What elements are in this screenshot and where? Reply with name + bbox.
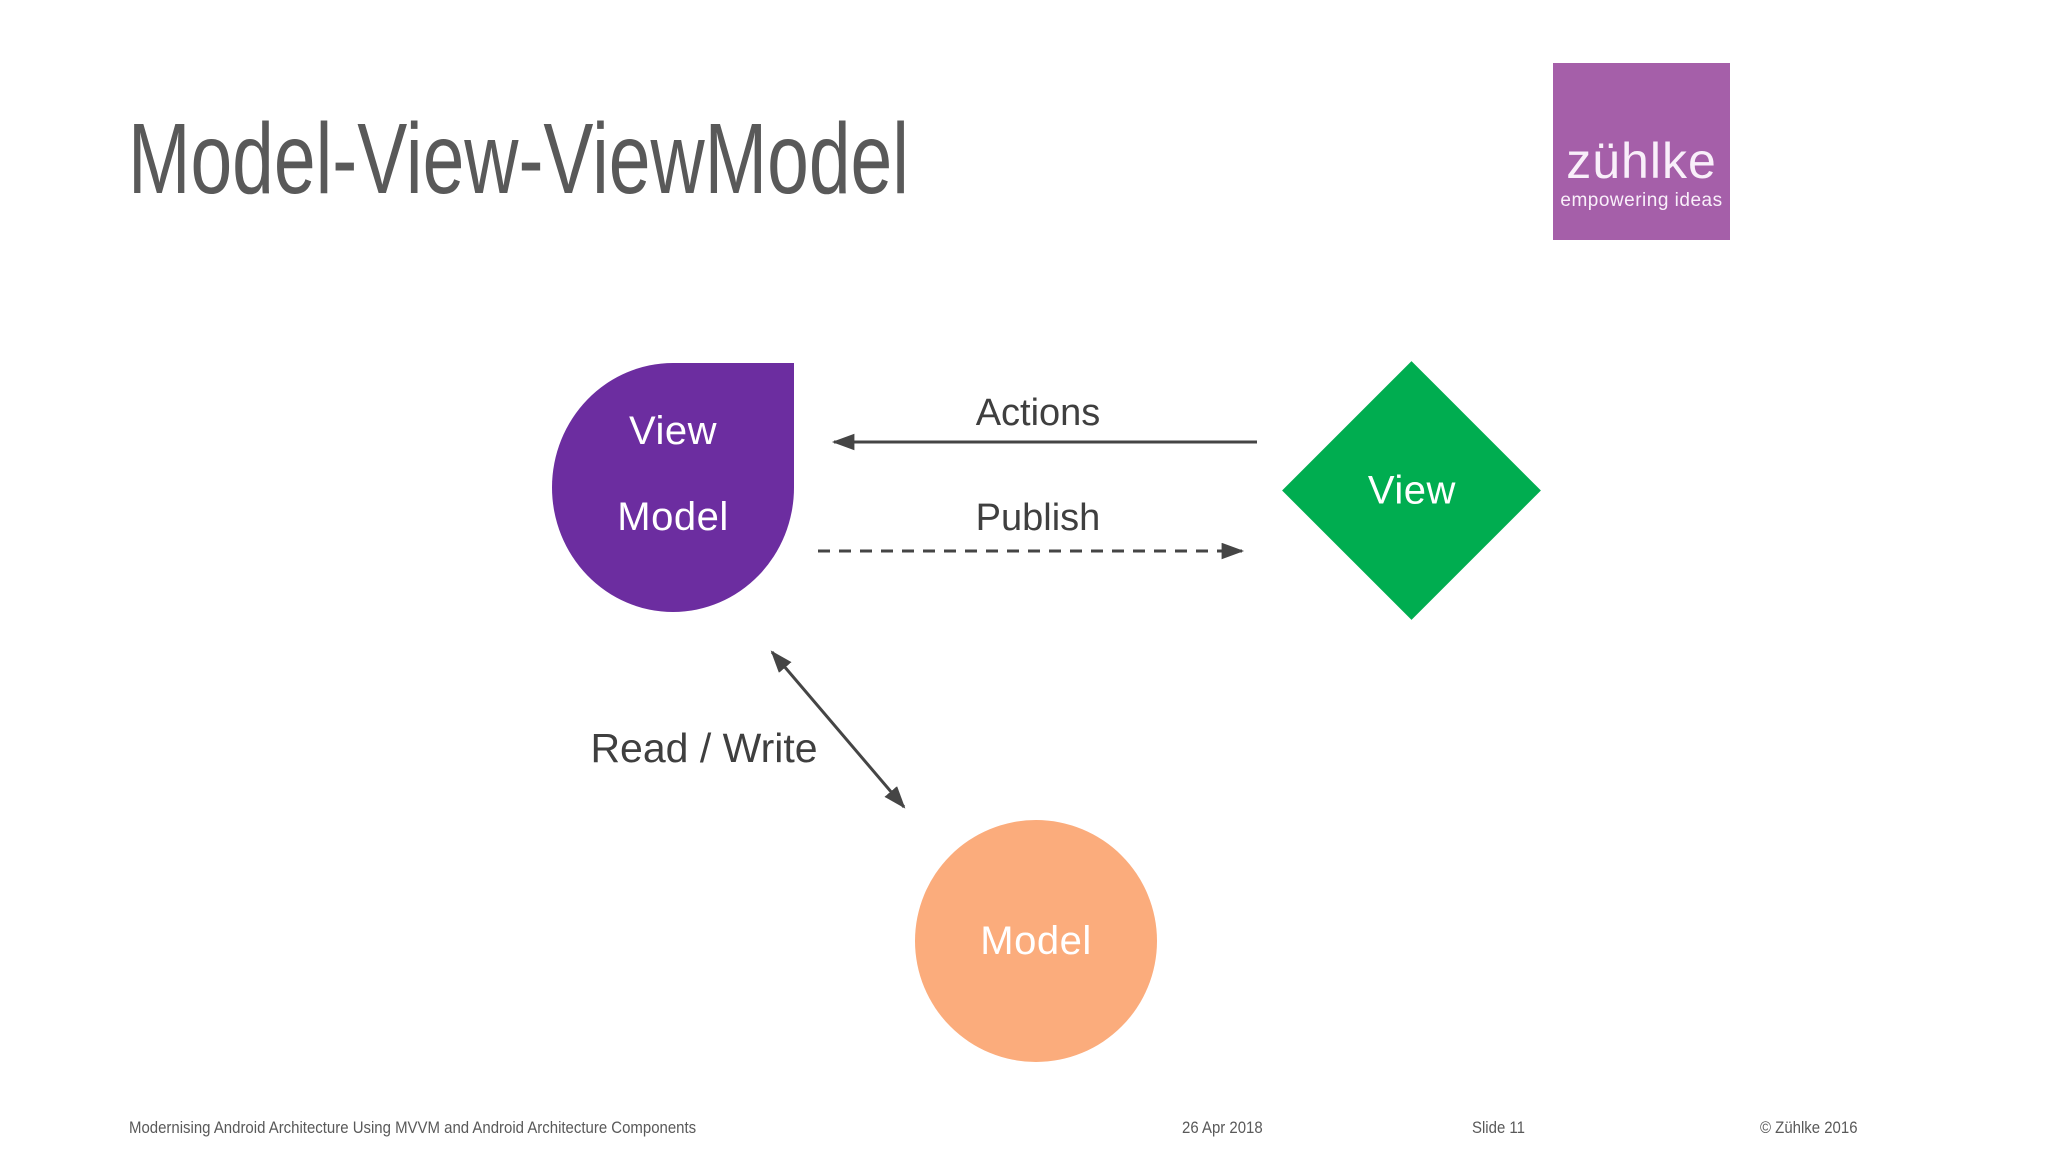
node-viewmodel-label-line2: Model [617,494,729,539]
page-title: Model-View-ViewModel [128,103,909,215]
node-viewmodel-label-line1: View [629,408,717,453]
node-model: Model [915,820,1157,1062]
edge-label-actions: Actions [975,392,1101,434]
edge-label-read-write: Read / Write [590,725,818,771]
footer-copyright: © Zühlke 2016 [1760,1118,1858,1137]
footer-date: 26 Apr 2018 [1182,1118,1263,1137]
node-view-label: View [1367,467,1456,512]
zuhlke-logo-brand: zühlke [1566,133,1717,189]
zuhlke-logo: zühlke empowering ideas [1553,63,1730,240]
node-viewmodel-label: View Model [617,388,728,560]
zuhlke-logo-tagline: empowering ideas [1560,190,1723,211]
node-view: View [1282,361,1541,620]
footer-presentation-title: Modernising Android Architecture Using M… [129,1118,697,1137]
node-model-label: Model [980,918,1092,963]
edge-label-publish: Publish [975,497,1101,539]
node-viewmodel: View Model [552,363,794,612]
footer-slide-number: Slide 11 [1472,1118,1525,1137]
